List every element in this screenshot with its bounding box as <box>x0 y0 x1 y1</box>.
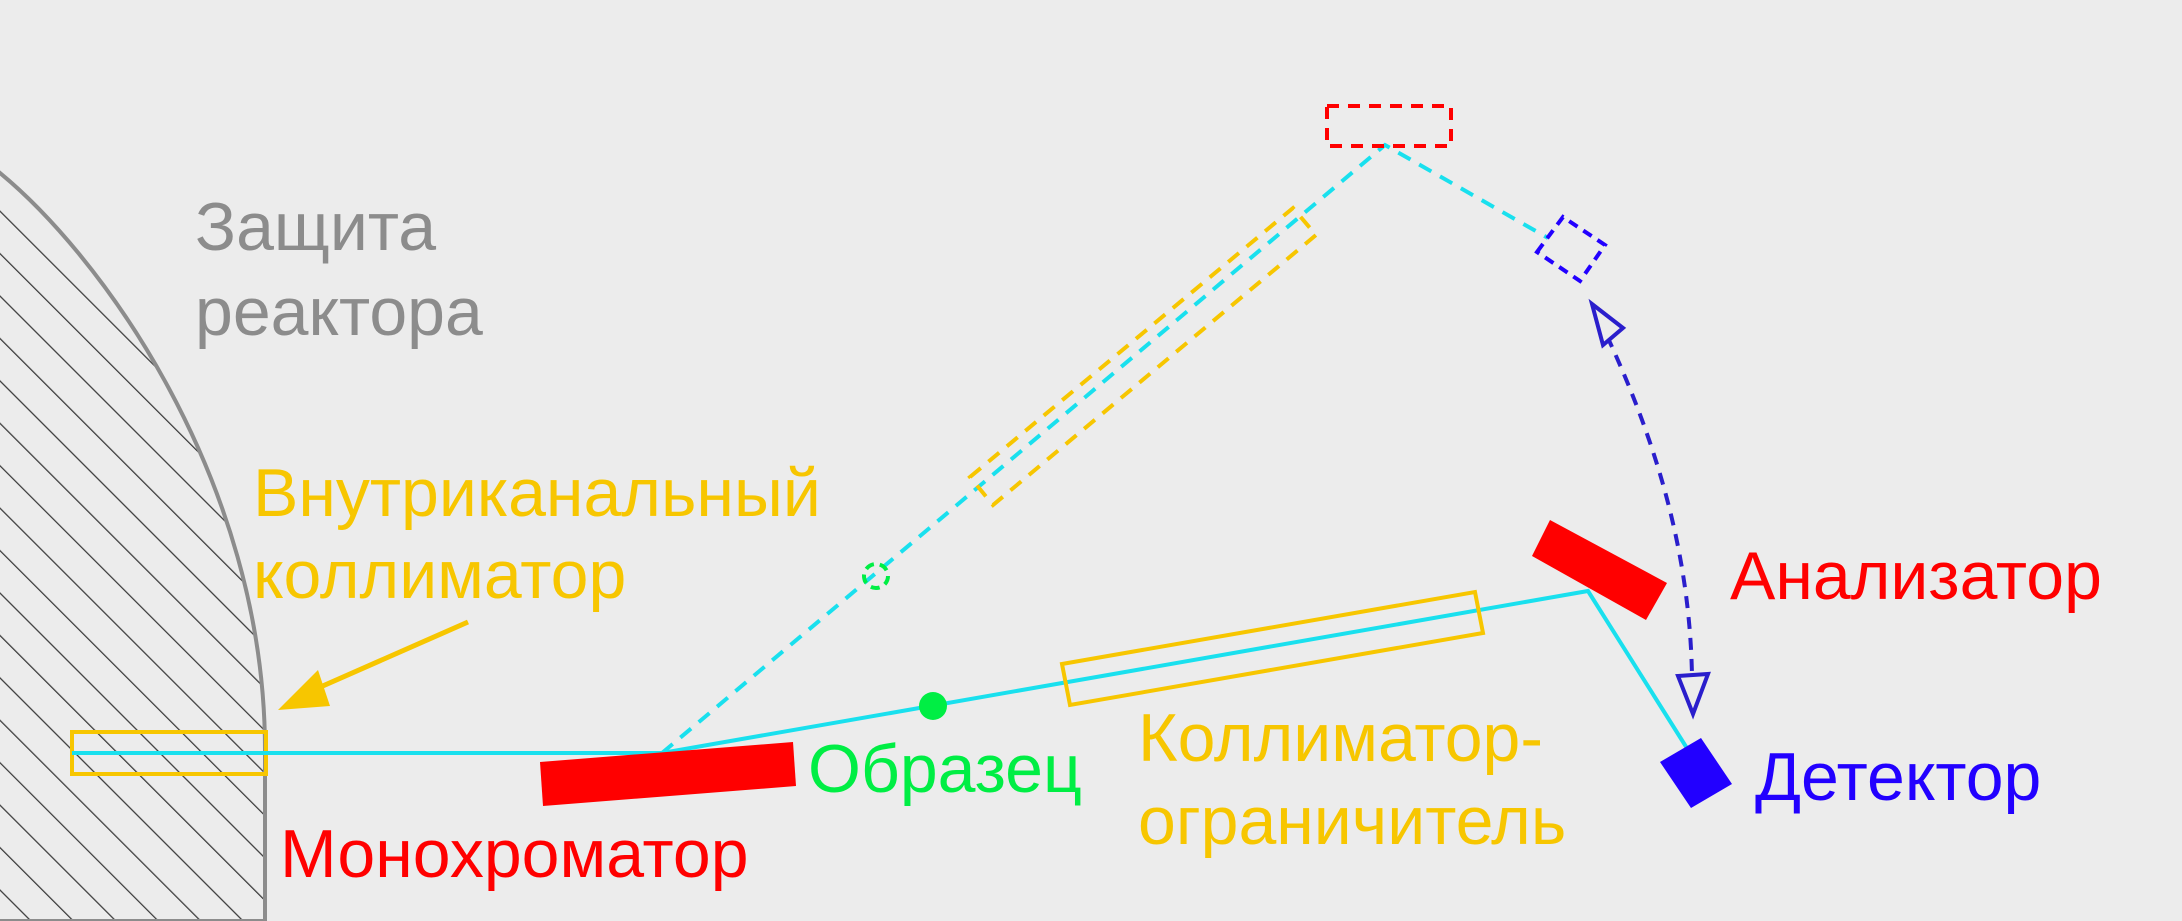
inpile-pointer-line <box>298 619 470 699</box>
inpile-pointer-head <box>278 670 330 710</box>
label-restrictor-line2: ограничитель <box>1138 783 1566 859</box>
label-inpile-line2: коллиматор <box>253 537 626 613</box>
beam-path <box>72 588 1692 755</box>
label-restrictor-line1: Коллиматор- <box>1138 700 1543 776</box>
sample-dot-alt <box>862 562 890 590</box>
detector-block-alt <box>1534 214 1608 284</box>
reactor-shielding <box>0 170 267 921</box>
label-analyzer: Анализатор <box>1730 538 2102 614</box>
monochromator-crystal <box>540 742 796 806</box>
label-shield-line2: реактора <box>195 274 483 350</box>
label-sample: Образец <box>808 731 1082 807</box>
label-monochromator: Монохроматор <box>280 816 749 892</box>
restrictor-collimator <box>1059 589 1486 708</box>
arc-arrowhead-bottom <box>1675 671 1711 720</box>
restrictor-collimator-alt <box>967 205 1319 508</box>
label-shield-line1: Защита <box>195 189 436 265</box>
label-inpile-line1: Внутриканальный <box>253 455 821 531</box>
label-detector: Детектор <box>1755 739 2041 815</box>
analyzer-crystal <box>1532 520 1667 620</box>
sample-dot <box>919 692 947 720</box>
detector-motion-arc <box>1605 335 1694 677</box>
arc-arrowhead-top <box>1588 298 1627 349</box>
alternate-beam-path <box>660 142 1549 755</box>
analyzer-crystal-alt <box>1325 104 1453 148</box>
detector-block <box>1660 738 1732 808</box>
